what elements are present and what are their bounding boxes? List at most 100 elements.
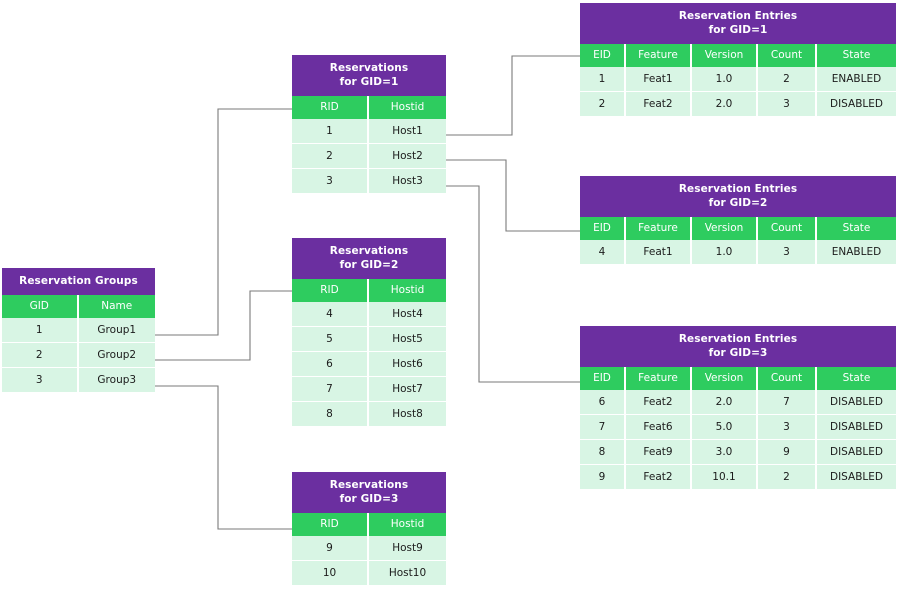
table-row: 2 Host2: [292, 144, 446, 169]
column-header-hostid: Hostid: [369, 96, 446, 119]
cell-eid: 7: [580, 415, 626, 440]
cell-count: 3: [758, 415, 817, 440]
reservations-gid1-table: Reservations for GID=1 RID Hostid 1 Host…: [292, 55, 446, 193]
column-header-eid: EID: [580, 367, 626, 390]
cell-eid: 9: [580, 465, 626, 489]
cell-version: 2.0: [692, 390, 758, 415]
column-header-count: Count: [758, 217, 817, 240]
cell-feature: Feat1: [626, 67, 692, 92]
column-header-feature: Feature: [626, 367, 692, 390]
table-header-row: EID Feature Version Count State: [580, 44, 896, 67]
cell-feature: Feat2: [626, 465, 692, 489]
table-title: Reservation Entries for GID=3: [580, 326, 896, 367]
column-header-name: Name: [78, 295, 155, 318]
cell-hostid: Host3: [369, 169, 446, 193]
cell-count: 2: [758, 67, 817, 92]
cell-rid: 3: [292, 169, 369, 193]
cell-rid: 1: [292, 119, 369, 144]
table-header-row: EID Feature Version Count State: [580, 367, 896, 390]
cell-rid: 5: [292, 327, 369, 352]
table-row: 1 Feat1 1.0 2 ENABLED: [580, 67, 896, 92]
column-header-state: State: [817, 217, 896, 240]
connector-host1-to-entries1: [446, 55, 580, 136]
cell-state: ENABLED: [817, 67, 896, 92]
table-title-line1: Reservation Entries: [678, 10, 798, 22]
cell-rid: 2: [292, 144, 369, 169]
table-title: Reservations for GID=3: [292, 472, 446, 513]
cell-state: DISABLED: [817, 390, 896, 415]
table-title-line1: Reservation Groups: [19, 275, 138, 287]
table-row: 6 Host6: [292, 352, 446, 377]
cell-rid: 4: [292, 302, 369, 327]
connector-group1-to-res1: [155, 108, 292, 336]
cell-feature: Feat9: [626, 440, 692, 465]
reservation-groups-table: Reservation Groups GID Name 1 Group1 2 G…: [2, 268, 155, 392]
table-title-line2: for GID=3: [339, 493, 399, 505]
cell-name: Group2: [78, 343, 155, 368]
column-header-count: Count: [758, 44, 817, 67]
table-title: Reservation Groups: [2, 268, 155, 295]
table-header-row: RID Hostid: [292, 279, 446, 302]
table-title: Reservations for GID=2: [292, 238, 446, 279]
column-header-gid: GID: [2, 295, 79, 318]
cell-eid: 4: [580, 240, 626, 264]
cell-state: ENABLED: [817, 240, 896, 264]
cell-count: 3: [758, 240, 817, 264]
cell-count: 3: [758, 92, 817, 116]
cell-hostid: Host6: [369, 352, 446, 377]
cell-state: DISABLED: [817, 440, 896, 465]
reservations-gid2-table: Reservations for GID=2 RID Hostid 4 Host…: [292, 238, 446, 426]
cell-hostid: Host1: [369, 119, 446, 144]
column-header-feature: Feature: [626, 217, 692, 240]
table-header-row: GID Name: [2, 295, 155, 318]
cell-name: Group1: [78, 318, 155, 343]
table-row: 4 Host4: [292, 302, 446, 327]
reservation-entries-gid2-table: Reservation Entries for GID=2 EID Featur…: [580, 176, 896, 264]
cell-version: 1.0: [692, 67, 758, 92]
table-row: 7 Feat6 5.0 3 DISABLED: [580, 415, 896, 440]
table-row: 4 Feat1 1.0 3 ENABLED: [580, 240, 896, 264]
table-row: 1 Group1: [2, 318, 155, 343]
cell-count: 7: [758, 390, 817, 415]
column-header-count: Count: [758, 367, 817, 390]
cell-count: 9: [758, 440, 817, 465]
cell-hostid: Host8: [369, 402, 446, 426]
cell-state: DISABLED: [817, 92, 896, 116]
table-title-line1: Reservation Entries: [678, 333, 798, 345]
table-row: 3 Group3: [2, 368, 155, 392]
cell-hostid: Host5: [369, 327, 446, 352]
cell-version: 1.0: [692, 240, 758, 264]
cell-rid: 6: [292, 352, 369, 377]
column-header-rid: RID: [292, 279, 369, 302]
cell-feature: Feat1: [626, 240, 692, 264]
table-title: Reservation Entries for GID=2: [580, 176, 896, 217]
cell-rid: 9: [292, 536, 369, 561]
table-title-line2: for GID=2: [708, 197, 768, 209]
cell-gid: 3: [2, 368, 79, 392]
column-header-hostid: Hostid: [369, 279, 446, 302]
table-row: 8 Host8: [292, 402, 446, 426]
table-header-row: EID Feature Version Count State: [580, 217, 896, 240]
reservations-gid3-table: Reservations for GID=3 RID Hostid 9 Host…: [292, 472, 446, 585]
table-row: 10 Host10: [292, 561, 446, 585]
cell-rid: 7: [292, 377, 369, 402]
table-row: 2 Group2: [2, 343, 155, 368]
cell-feature: Feat2: [626, 92, 692, 116]
cell-eid: 1: [580, 67, 626, 92]
table-title-line1: Reservation Entries: [678, 183, 798, 195]
cell-state: DISABLED: [817, 465, 896, 489]
cell-version: 5.0: [692, 415, 758, 440]
column-header-version: Version: [692, 217, 758, 240]
table-row: 6 Feat2 2.0 7 DISABLED: [580, 390, 896, 415]
table-title-line2: for GID=1: [708, 24, 768, 36]
table-row: 2 Feat2 2.0 3 DISABLED: [580, 92, 896, 116]
table-row: 3 Host3: [292, 169, 446, 193]
cell-hostid: Host10: [369, 561, 446, 585]
cell-eid: 6: [580, 390, 626, 415]
table-row: 8 Feat9 3.0 9 DISABLED: [580, 440, 896, 465]
connector-group2-to-res2: [155, 290, 292, 361]
column-header-state: State: [817, 367, 896, 390]
cell-name: Group3: [78, 368, 155, 392]
cell-hostid: Host7: [369, 377, 446, 402]
